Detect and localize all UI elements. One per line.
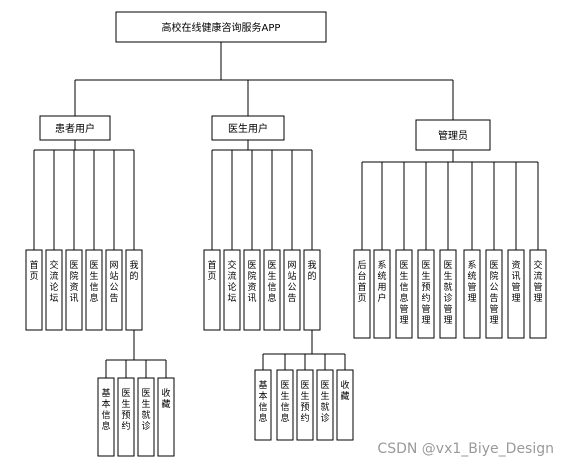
group-2-item-8: 交流管理 [529, 249, 547, 339]
group-0-item-2-label: 医院资讯 [69, 260, 78, 304]
group-0-node: 患者用户 [39, 115, 111, 141]
group-0-item-3: 医生信息 [85, 249, 103, 331]
group-1-sub-1: 医生信息 [276, 369, 294, 441]
group-1-item-3-label: 医生信息 [267, 260, 276, 304]
group-1-sub-4: 收藏 [336, 369, 354, 441]
group-1-sub-2: 医生预约 [296, 369, 314, 441]
group-0-item-0: 首页 [25, 249, 43, 331]
group-2-item-3-label: 医生预约管理 [421, 260, 430, 326]
group-0-item-3-label: 医生信息 [89, 260, 98, 304]
root-node-label: 高校在线健康咨询服务APP [162, 21, 281, 34]
group-2-item-1: 系统用户 [373, 249, 391, 339]
group-2-item-5-label: 系统管理 [467, 260, 476, 304]
group-2-item-4: 医生就诊管理 [439, 249, 457, 339]
group-0-sub-1-label: 医生预约 [121, 388, 130, 432]
group-2-item-1-label: 系统用户 [377, 260, 386, 304]
root-node: 高校在线健康咨询服务APP [115, 11, 327, 43]
group-0-item-4-label: 网站公告 [109, 260, 118, 304]
group-0-item-1-label: 交流论坛 [49, 259, 58, 304]
group-2-item-6: 医院公告管理 [485, 249, 503, 339]
group-0-item-5: 我的 [125, 249, 143, 331]
group-2-item-3: 医生预约管理 [417, 249, 435, 339]
group-0-item-0-label: 首页 [29, 259, 38, 282]
group-1-sub-0: 基本信息 [254, 369, 272, 441]
group-2-item-7-label: 资讯管理 [511, 260, 520, 304]
group-1-item-2: 医院资讯 [243, 249, 261, 331]
group-2-node: 管理员 [415, 119, 491, 151]
group-2-item-7: 资讯管理 [507, 249, 525, 339]
group-1-sub-1-label: 医生信息 [280, 380, 289, 424]
group-1-sub-3-label: 医生就诊 [320, 380, 329, 424]
group-1-node-label: 医生用户 [228, 122, 268, 135]
group-2-node-label: 管理员 [438, 129, 468, 142]
watermark: CSDN @vx1_Biye_Design [377, 441, 554, 457]
group-1-item-2-label: 医院资讯 [247, 260, 256, 304]
group-1-item-1: 交流论坛 [223, 249, 241, 331]
group-1-item-3: 医生信息 [263, 249, 281, 331]
group-1-sub-4-label: 收藏 [340, 379, 349, 402]
group-1-item-5: 我的 [303, 249, 321, 331]
group-1-item-0-label: 首页 [207, 259, 216, 282]
group-0-sub-0: 基本信息 [97, 377, 115, 457]
group-0-item-1: 交流论坛 [45, 249, 63, 331]
group-1-sub-2-label: 医生预约 [300, 380, 309, 424]
group-2-item-0: 后台首页 [353, 249, 371, 339]
group-1-item-4: 网站公告 [283, 249, 301, 331]
group-1-item-5-label: 我的 [307, 260, 316, 282]
group-1-item-1-label: 交流论坛 [227, 259, 236, 304]
group-2-item-4-label: 医生就诊管理 [443, 260, 452, 326]
group-2-item-2: 医生信息管理 [395, 249, 413, 339]
group-0-sub-2: 医生就诊 [137, 377, 155, 457]
group-2-item-8-label: 交流管理 [533, 259, 542, 304]
group-0-sub-3-label: 收藏 [161, 387, 170, 410]
group-0-item-4: 网站公告 [105, 249, 123, 331]
group-1-item-4-label: 网站公告 [287, 260, 296, 304]
group-0-sub-1: 医生预约 [117, 377, 135, 457]
group-1-sub-3: 医生就诊 [316, 369, 334, 441]
group-0-sub-2-label: 医生就诊 [141, 388, 150, 432]
group-0-item-5-label: 我的 [129, 260, 138, 282]
group-1-node: 医生用户 [211, 115, 285, 141]
group-1-item-0: 首页 [203, 249, 221, 331]
group-1-sub-0-label: 基本信息 [258, 379, 267, 424]
group-2-item-6-label: 医院公告管理 [489, 260, 498, 326]
group-2-item-0-label: 后台首页 [357, 260, 366, 304]
group-2-item-2-label: 医生信息管理 [399, 260, 408, 326]
group-0-item-2: 医院资讯 [65, 249, 83, 331]
group-0-sub-3: 收藏 [157, 377, 175, 457]
group-2-item-5: 系统管理 [463, 249, 481, 339]
group-0-sub-0-label: 基本信息 [101, 387, 110, 432]
group-0-node-label: 患者用户 [55, 122, 95, 135]
